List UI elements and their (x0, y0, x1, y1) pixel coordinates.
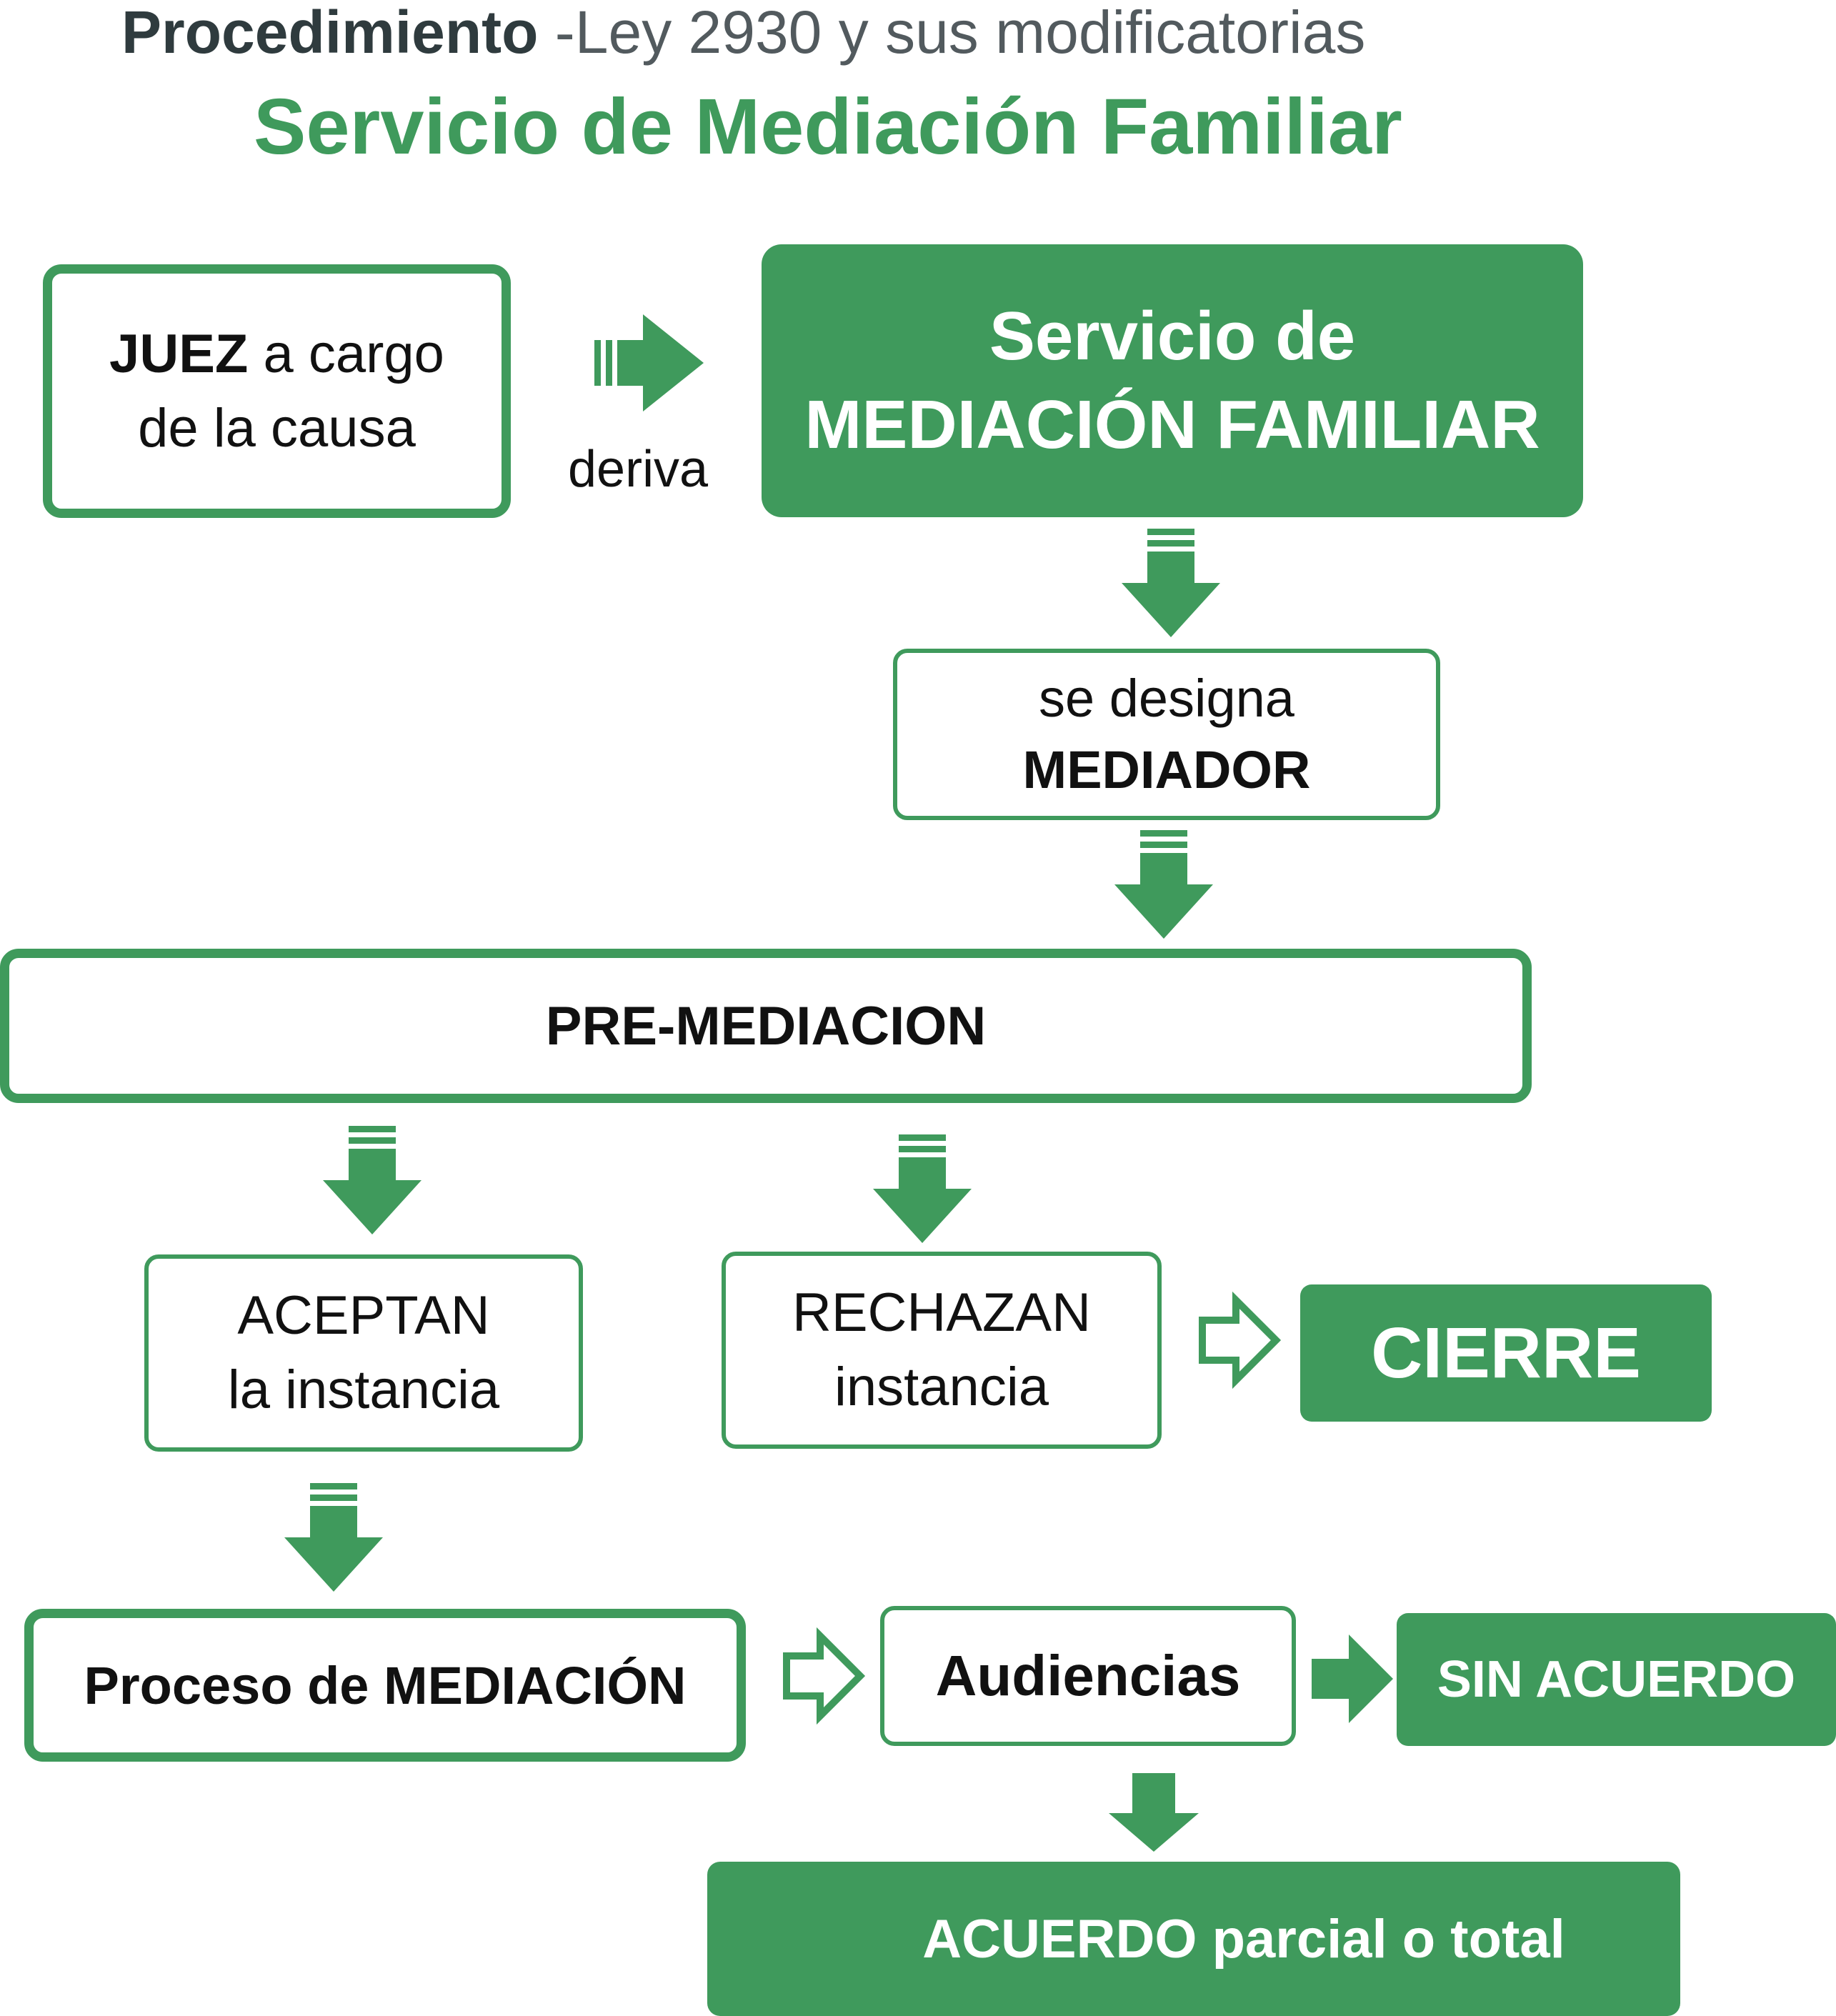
acuerdo-box: ACUERDO parcial o total (707, 1862, 1680, 2016)
audiencias-label: Audiencias (935, 1644, 1241, 1707)
juez-line-1: JUEZ a cargo (109, 317, 444, 391)
rechazan-line-1: RECHAZAN (792, 1282, 1092, 1343)
servicio-line-2: MEDIACIÓN FAMILIAR (804, 386, 1540, 463)
page-title: Procedimiento -Ley 2930 y sus modificato… (121, 0, 1550, 64)
aceptan-line-1: ACEPTAN (237, 1285, 490, 1346)
aceptan-box: ACEPTAN la instancia (144, 1254, 583, 1452)
arrow-right-sin-acuerdo-icon (1312, 1635, 1393, 1723)
servicio-box: Servicio de MEDIACIÓN FAMILIAR (762, 244, 1583, 517)
aceptan-line-2: la instancia (227, 1359, 500, 1420)
cierre-box: CIERRE (1300, 1284, 1712, 1422)
arrow-down-rechazan-icon (873, 1134, 972, 1243)
page-subtitle: Servicio de Mediación Familiar (254, 83, 1402, 171)
arrow-right-cierre-icon (1199, 1291, 1282, 1389)
arrow-down-proceso-icon (284, 1483, 383, 1592)
arrow-down-acuerdo-icon (1109, 1773, 1199, 1852)
sin-acuerdo-label: SIN ACUERDO (1437, 1651, 1796, 1708)
proceso-box: Proceso de MEDIACIÓN (24, 1609, 746, 1762)
servicio-line-1: Servicio de (989, 298, 1356, 374)
proceso-label: Proceso de MEDIACIÓN (84, 1655, 687, 1715)
rechazan-line-2: instancia (834, 1357, 1049, 1417)
title-rest: -Ley 2930 y sus modificatorias (538, 0, 1366, 66)
deriva-label: deriva (568, 441, 709, 498)
premediacion-label: PRE-MEDIACION (545, 995, 987, 1057)
arrow-down-aceptan-icon (323, 1126, 421, 1234)
sin-acuerdo-box: SIN ACUERDO (1397, 1613, 1836, 1746)
rechazan-box: RECHAZAN instancia (722, 1252, 1162, 1449)
arrow-down-mediador-icon (1114, 830, 1213, 939)
juez-bold: JUEZ (109, 323, 249, 384)
acuerdo-label: ACUERDO parcial o total (922, 1908, 1565, 1970)
premediacion-box: PRE-MEDIACION (0, 949, 1532, 1103)
juez-text-2: de la causa (138, 397, 416, 459)
juez-box: JUEZ a cargo de la causa (43, 264, 511, 518)
juez-text-1: a cargo (248, 323, 444, 384)
arrow-down-servicio-icon (1122, 529, 1220, 637)
cierre-label: CIERRE (1371, 1312, 1641, 1393)
mediador-box: se designa MEDIADOR (893, 649, 1440, 820)
mediador-line-1: se designa (1039, 669, 1294, 728)
arrow-right-audiencias-icon (783, 1627, 866, 1725)
arrow-right-deriva-icon (594, 314, 704, 411)
mediador-line-2: MEDIADOR (1022, 740, 1311, 799)
title-bold: Procedimiento (121, 0, 539, 66)
audiencias-box: Audiencias (880, 1606, 1296, 1746)
